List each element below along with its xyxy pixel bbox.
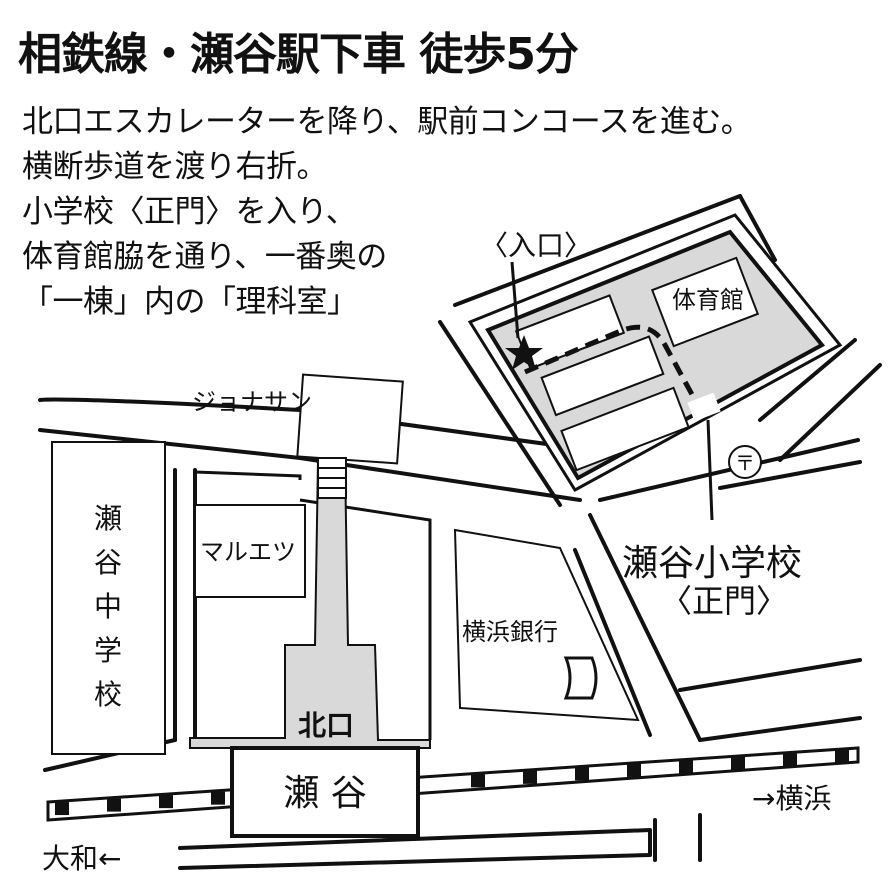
school-main-gate xyxy=(687,392,721,422)
jonathan-building xyxy=(296,373,404,465)
road-far-right-2 xyxy=(698,716,862,742)
road-diagonal-right xyxy=(588,513,702,742)
label-junior-high-1: 瀬 xyxy=(94,502,122,535)
page-title: 相鉄線・瀬谷駅下車 徒歩5分 xyxy=(18,29,579,80)
railway-tie xyxy=(159,795,173,809)
railway-tie xyxy=(835,750,849,764)
label-entrance: 〈入口〉 xyxy=(480,229,592,262)
road-bottom xyxy=(178,828,652,870)
railway-ties xyxy=(55,750,849,816)
direction-line: 小学校〈正門〉を入り、 xyxy=(22,194,357,230)
label-junior-high-2: 谷 xyxy=(94,546,122,579)
label-jonathan: ジョナサン xyxy=(192,388,312,416)
classroom-star-icon xyxy=(505,335,543,370)
post-office-icon xyxy=(728,445,762,479)
railway-tie xyxy=(627,763,641,777)
railway-tie xyxy=(575,767,589,781)
railway-tie xyxy=(679,760,693,774)
label-junior-high-5: 校 xyxy=(94,678,122,711)
railway-tie xyxy=(523,770,537,784)
road-diagonal-left xyxy=(438,320,562,507)
gate-pointer xyxy=(706,419,714,521)
road-school-top xyxy=(453,194,742,307)
crosswalk xyxy=(317,457,347,499)
bank-logo-icon xyxy=(563,656,598,700)
junior-high-block xyxy=(51,441,166,755)
gym-building xyxy=(650,256,760,348)
direction-line: 横断歩道を渡り右折。 xyxy=(22,149,328,185)
station-concourse xyxy=(189,459,431,749)
label-maruetsu: マルエツ xyxy=(200,538,296,566)
building-2 xyxy=(540,335,665,417)
label-junior-high-3: 中 xyxy=(94,590,122,623)
road-diagonal-right-3 xyxy=(718,460,862,490)
road-lower-edge xyxy=(38,428,582,502)
label-to-yamato: 大和← xyxy=(42,842,121,875)
label-gym: 体育館 xyxy=(672,286,744,314)
road-far-right xyxy=(678,658,862,692)
railway-tie xyxy=(783,753,797,767)
railway-tie xyxy=(211,791,225,805)
label-to-yokohama: →横浜 xyxy=(752,782,831,815)
directions-text: 北口エスカレーターを降り、駅前コンコースを進む。 横断歩道を渡り右折。 小学校〈… xyxy=(22,100,752,325)
railway-tie xyxy=(731,757,745,770)
building-3 xyxy=(560,386,690,472)
label-school-gate: 〈正門〉 xyxy=(660,582,788,620)
label-school-name: 瀬谷小学校 xyxy=(622,543,802,584)
road-school-right xyxy=(758,338,857,422)
road-diagonal-right-2 xyxy=(598,438,860,502)
walking-route xyxy=(524,324,698,402)
railway-tie xyxy=(471,774,485,788)
railway-tie xyxy=(107,798,121,812)
label-bank: 横浜銀行 xyxy=(462,618,558,646)
entrance-pointer xyxy=(510,261,520,339)
road-school-top-2 xyxy=(738,194,777,262)
railway-tie xyxy=(55,802,69,816)
direction-line: 北口エスカレーターを降り、駅前コンコースを進む。 xyxy=(22,104,752,140)
station-building xyxy=(230,746,420,838)
label-junior-high-4: 学 xyxy=(94,634,122,667)
school-buildings xyxy=(514,256,760,472)
direction-line: 体育館脇を通り、一番奥の xyxy=(22,239,387,275)
label-north-exit: 北口 xyxy=(298,709,354,742)
road-bank-right xyxy=(573,548,652,737)
direction-line: 「一棟」内の「理科室」 xyxy=(22,284,358,320)
post-office-mark: 〒 xyxy=(735,451,755,475)
roads xyxy=(38,194,882,870)
label-station: 瀬 谷 xyxy=(283,773,366,814)
road-school-right-2 xyxy=(778,363,882,462)
maruetsu-building xyxy=(194,504,306,598)
road-upper-edge xyxy=(38,397,592,452)
